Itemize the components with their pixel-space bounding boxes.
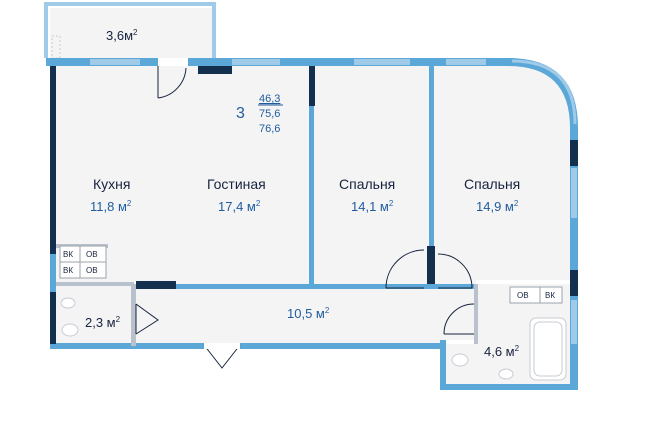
top-wall-window-4 [446, 59, 486, 65]
right-wall-window-2 [571, 300, 577, 344]
toilet-icon [498, 368, 514, 380]
bathroom-2-area: 4,6 м2 [484, 344, 520, 359]
shaft-cell [539, 286, 563, 304]
top-wall-dark-1 [198, 66, 232, 74]
bathroom-area: 2,3 м2 [85, 315, 121, 330]
bathtub-inner [533, 321, 563, 377]
shaft-label-vk: ВК [545, 291, 555, 300]
left-wall-dark-2 [50, 292, 56, 344]
sink-icon [451, 353, 469, 367]
wall-bedroom1-left [309, 66, 314, 288]
hall-floor [136, 288, 476, 345]
bottom-right-wall [440, 384, 578, 390]
bedroom-2-area: 14,9 м2 [476, 199, 519, 214]
fixtures [60, 297, 567, 381]
door-opening [204, 343, 240, 349]
outer-walls [46, 58, 578, 390]
right-wall-window-1 [571, 168, 577, 218]
door-swing [437, 253, 473, 289]
door-swing [443, 303, 475, 335]
bottom-wall [50, 343, 446, 349]
door-swing [135, 303, 159, 335]
shaft-label-ov: ОВ [86, 250, 98, 259]
right-wall-dark-2 [570, 270, 578, 296]
corner-wall [508, 58, 578, 128]
bedroom-1-area: 14,1 м2 [351, 199, 394, 214]
bedroom-2-name: Спальня [464, 176, 520, 192]
shaft-label-ov: ОВ [86, 266, 98, 275]
door-swing [203, 344, 241, 369]
wall-bedrooms-divider [429, 66, 434, 288]
total-area: 75,6 [259, 108, 280, 120]
door-opening [158, 58, 188, 66]
corner-wall-glass [511, 59, 577, 125]
balcony-outline [44, 2, 216, 58]
hall-area: 10,5 м2 [287, 306, 330, 321]
rooms-count: 3 [236, 105, 245, 122]
shaft-label-vk: ВК [63, 266, 73, 275]
sink-icon [60, 297, 76, 309]
living-room-name: Гостиная [207, 176, 266, 192]
balcony-area: 3,6м2 [106, 28, 138, 43]
total-with-balcony-area: 76,6 [259, 123, 280, 135]
shaft-cell [79, 261, 107, 279]
wall-bathroom-left [131, 284, 136, 346]
right-wall-dark-1 [570, 140, 578, 166]
left-wall-dark [50, 66, 56, 254]
shafts [59, 245, 563, 304]
bedroom-1-name: Спальня [339, 176, 395, 192]
top-wall-window-3 [354, 59, 410, 65]
toilet-icon [61, 323, 79, 337]
right-wall [570, 128, 578, 390]
living-area: 46,3 [259, 93, 280, 105]
wall-bedrooms-divider-dark [427, 246, 435, 286]
living-room-area: 17,4 м2 [218, 199, 261, 214]
bottom-right-step [440, 340, 446, 390]
wall-bathroom-left-top [56, 282, 134, 286]
top-wall-window-2 [232, 59, 280, 65]
wall-hall-top-dark [136, 281, 176, 289]
balcony-floor [50, 8, 212, 58]
wall-bedroom1-left-dark [309, 66, 315, 106]
wall-hall-top [136, 284, 476, 289]
doors [135, 58, 475, 369]
wall-bathroom-right [474, 284, 478, 344]
shaft-label-vk: ВК [63, 250, 73, 259]
kitchen-area: 11,8 м2 [90, 199, 132, 214]
kitchen-name: Кухня [93, 176, 130, 192]
door-swing [385, 249, 425, 289]
door-swing [157, 67, 187, 99]
shaft-label-ov: ОВ [517, 291, 529, 300]
top-wall-window-1 [90, 59, 140, 65]
